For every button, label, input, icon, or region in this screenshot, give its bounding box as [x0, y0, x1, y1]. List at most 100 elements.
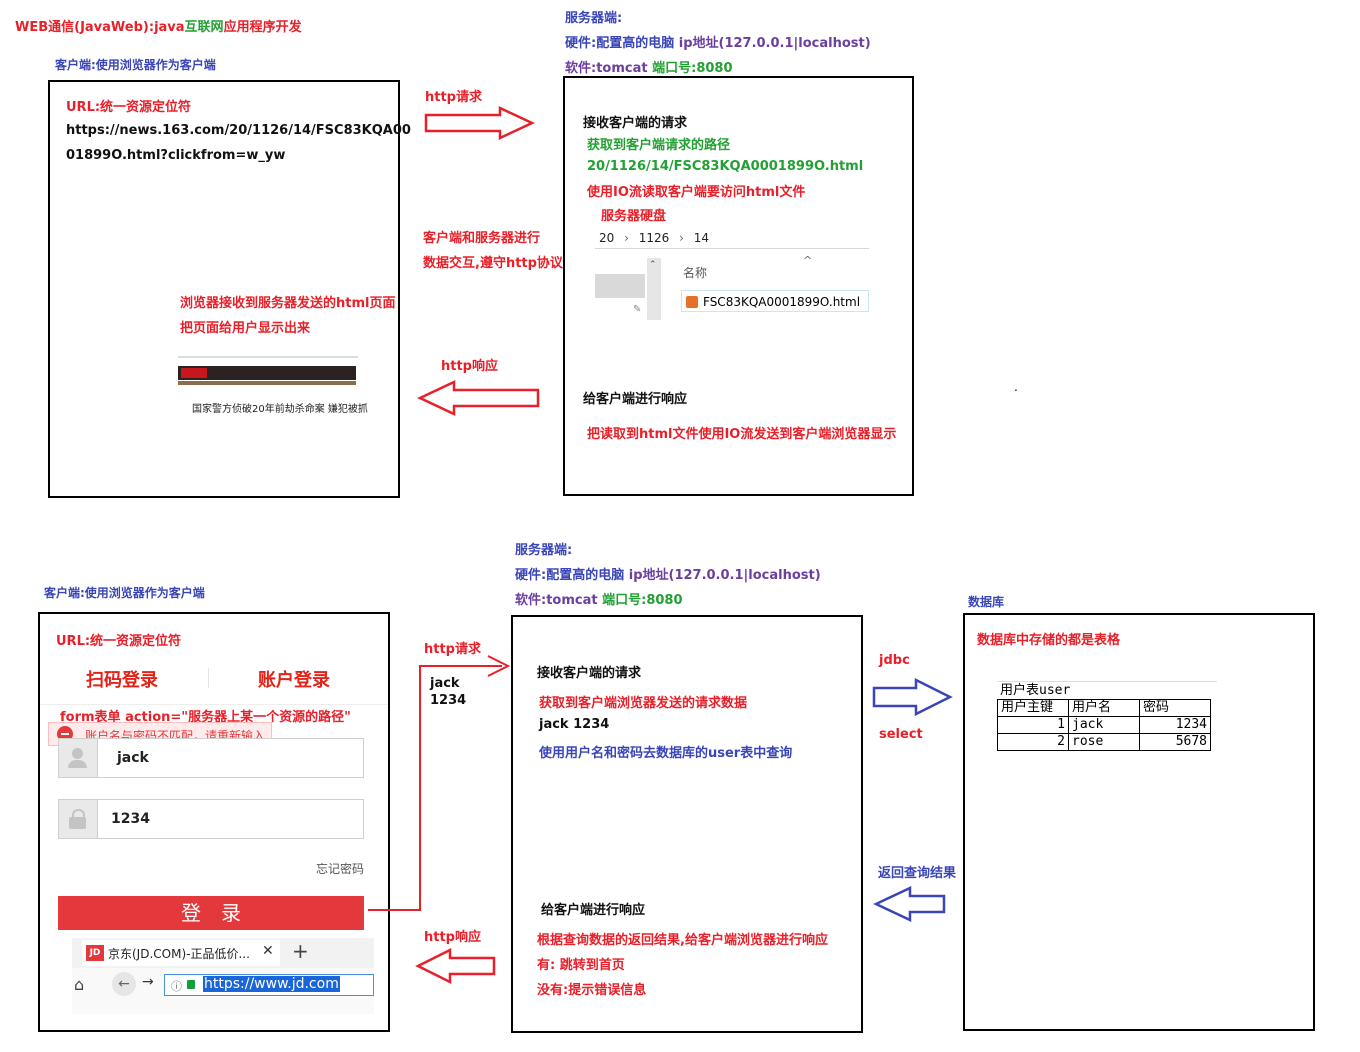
bottom-http-request-label: http请求: [424, 642, 481, 657]
table-row: 2 rose 5678: [997, 733, 1211, 751]
server-respond: 给客户端进行响应: [583, 392, 688, 407]
request-data-line1: jack: [430, 676, 460, 691]
tab-underline: [40, 704, 388, 705]
file-row[interactable]: FSC83KQA0001899O.html: [681, 290, 869, 312]
header-password: 密码: [1139, 699, 1211, 717]
info-icon[interactable]: ⓘ: [171, 980, 182, 993]
bottom-server-query: 使用用户名和密码去数据库的user表中查询: [539, 746, 793, 761]
chevron-right-icon: ›: [624, 231, 629, 245]
login-button[interactable]: 登录: [58, 896, 364, 930]
top-server-box: 接收客户端的请求 获取到客户端请求的路径 20/1126/14/FSC83KQA…: [563, 76, 914, 496]
bottom-url-label: URL:统一资源定位符: [56, 634, 182, 649]
bottom-http-response-label: http响应: [424, 930, 481, 945]
title-part3: 应用程序开发: [223, 20, 302, 35]
home-icon[interactable]: ⌂: [74, 975, 85, 994]
bottom-software-label: 软件:tomcat: [515, 593, 598, 608]
server-respond-detail: 把读取到html文件使用IO流发送到客户端浏览器显示: [587, 427, 897, 442]
back-icon[interactable]: ←: [112, 972, 136, 996]
user-table: 用户主键 用户名 密码 1 jack 1234 2 rose 5678: [997, 699, 1211, 751]
bottom-server-receive: 接收客户端的请求: [537, 666, 642, 681]
lock-secure-icon: [187, 980, 195, 989]
password-value: 1234: [111, 811, 150, 827]
top-software-line: 软件:tomcat 端口号:8080: [565, 57, 733, 76]
browser-tab-title: 京东(JD.COM)-正品低价...: [108, 947, 250, 961]
server-get-path: 获取到客户端请求的路径: [587, 138, 731, 153]
scrollbar[interactable]: ⌃: [647, 258, 661, 320]
bottom-hardware-line: 硬件:配置高的电脑 ip地址(127.0.0.1|localhost): [515, 564, 821, 583]
lock-icon: [59, 800, 98, 838]
bottom-server-respond-detail: 根据查询数据的返回结果,给客户端浏览器进行响应: [537, 933, 828, 948]
browser-tab[interactable]: JD 京东(JD.COM)-正品低价... ✕: [82, 940, 280, 966]
bottom-server-yes: 有: 跳转到首页: [537, 958, 625, 973]
cell-password: 5678: [1139, 733, 1211, 751]
forward-icon[interactable]: →: [142, 974, 154, 990]
url-label: URL:统一资源定位符: [66, 100, 192, 115]
bottom-server-label: 服务器端:: [515, 543, 573, 558]
news-thumbnail: 国家警方侦破20年前劫杀命案 嫌犯被抓: [178, 352, 368, 422]
top-software-value: 端口号:8080: [652, 61, 733, 76]
top-client-box: URL:统一资源定位符 https://news.163.com/20/1126…: [48, 80, 411, 498]
tab-account-login[interactable]: 账户登录: [258, 670, 330, 691]
jdbc-arrow: [872, 678, 953, 716]
url-line2: 01899O.html?clickfrom=w_yw: [66, 148, 286, 163]
html-file-icon: [686, 296, 698, 308]
chevron-right-icon: ›: [679, 231, 684, 245]
table-header-row: 用户主键 用户名 密码: [997, 699, 1211, 717]
new-tab-icon[interactable]: +: [292, 939, 309, 963]
db-box: 数据库中存储的都是表格 用户表user 用户主键 用户名 密码 1 jack 1…: [963, 613, 1315, 1031]
chevron-up-icon[interactable]: ⌃: [649, 260, 657, 270]
crumb-1126[interactable]: 1126: [638, 231, 670, 245]
top-hardware-line: 硬件:配置高的电脑 ip地址(127.0.0.1|localhost): [565, 32, 871, 51]
top-response-arrow: [417, 380, 540, 416]
form-text: form表单 action="服务器上某一个资源的路径": [60, 710, 351, 725]
browser-window: JD 京东(JD.COM)-正品低价... ✕ + ⌂ ← → ⓘ https:…: [72, 938, 374, 1014]
table-caption: 用户表user: [1000, 683, 1071, 698]
bottom-server-no: 没有:提示错误信息: [537, 983, 647, 998]
username-field[interactable]: jack: [58, 738, 364, 778]
crumb-20[interactable]: 20: [599, 231, 615, 245]
server-receive: 接收客户端的请求: [583, 116, 688, 131]
cell-username: jack: [1068, 716, 1140, 734]
cell-password: 1234: [1139, 716, 1211, 734]
top-software-label: 软件:tomcat: [565, 61, 648, 76]
close-tab-icon[interactable]: ✕: [262, 943, 274, 959]
top-http-response-label: http响应: [441, 359, 498, 374]
return-result-arrow: [873, 886, 946, 922]
server-io-read: 使用IO流读取客户端要访问html文件: [587, 185, 806, 200]
top-http-request-label: http请求: [425, 90, 482, 105]
bottom-client-label: 客户端:使用浏览器作为客户端: [44, 586, 205, 600]
return-result-label: 返回查询结果: [878, 866, 957, 881]
stray-dot: .: [1014, 380, 1018, 394]
server-disk: 服务器硬盘: [601, 209, 667, 224]
password-field[interactable]: 1234: [58, 799, 364, 839]
top-hardware-value: ip地址(127.0.0.1|localhost): [678, 36, 871, 51]
bottom-response-arrow: [415, 948, 496, 984]
request-data-line2: 1234: [430, 693, 467, 708]
bottom-software-value: 端口号:8080: [602, 593, 683, 608]
pin-icon: ✎: [633, 304, 642, 315]
crumb-14[interactable]: 14: [693, 231, 710, 245]
nav-pane: [595, 274, 645, 298]
db-label: 数据库: [968, 595, 1005, 609]
address-text: https://www.jd.com: [203, 976, 340, 992]
address-bar[interactable]: ⓘ https://www.jd.com: [164, 974, 374, 996]
tab-divider: [208, 668, 209, 688]
header-id: 用户主键: [997, 699, 1069, 717]
interaction-line2: 数据交互,遵守http协议: [423, 256, 563, 271]
title-part1: WEB通信(JavaWeb):java: [15, 20, 185, 35]
cell-id: 1: [997, 716, 1069, 734]
bottom-server-get-data: 获取到客户端浏览器发送的请求数据: [539, 696, 748, 711]
bottom-server-box: 接收客户端的请求 获取到客户端浏览器发送的请求数据 jack 1234 使用用户…: [511, 615, 863, 1033]
top-server-label: 服务器端:: [565, 11, 623, 26]
tab-qr-login[interactable]: 扫码登录: [86, 670, 158, 691]
forgot-password-link[interactable]: 忘记密码: [316, 862, 365, 876]
bottom-software-line: 软件:tomcat 端口号:8080: [515, 589, 683, 608]
receive-line1: 浏览器接收到服务器发送的html页面: [180, 296, 396, 311]
thumb-headline: 国家警方侦破20年前劫杀命案 嫌犯被抓: [192, 404, 368, 415]
sort-up-icon: ^: [803, 254, 813, 267]
top-client-label: 客户端:使用浏览器作为客户端: [55, 58, 216, 72]
bottom-hardware-label: 硬件:配置高的电脑: [515, 568, 625, 583]
cell-username: rose: [1068, 733, 1140, 751]
column-name[interactable]: 名称: [683, 266, 708, 280]
cell-id: 2: [997, 733, 1069, 751]
